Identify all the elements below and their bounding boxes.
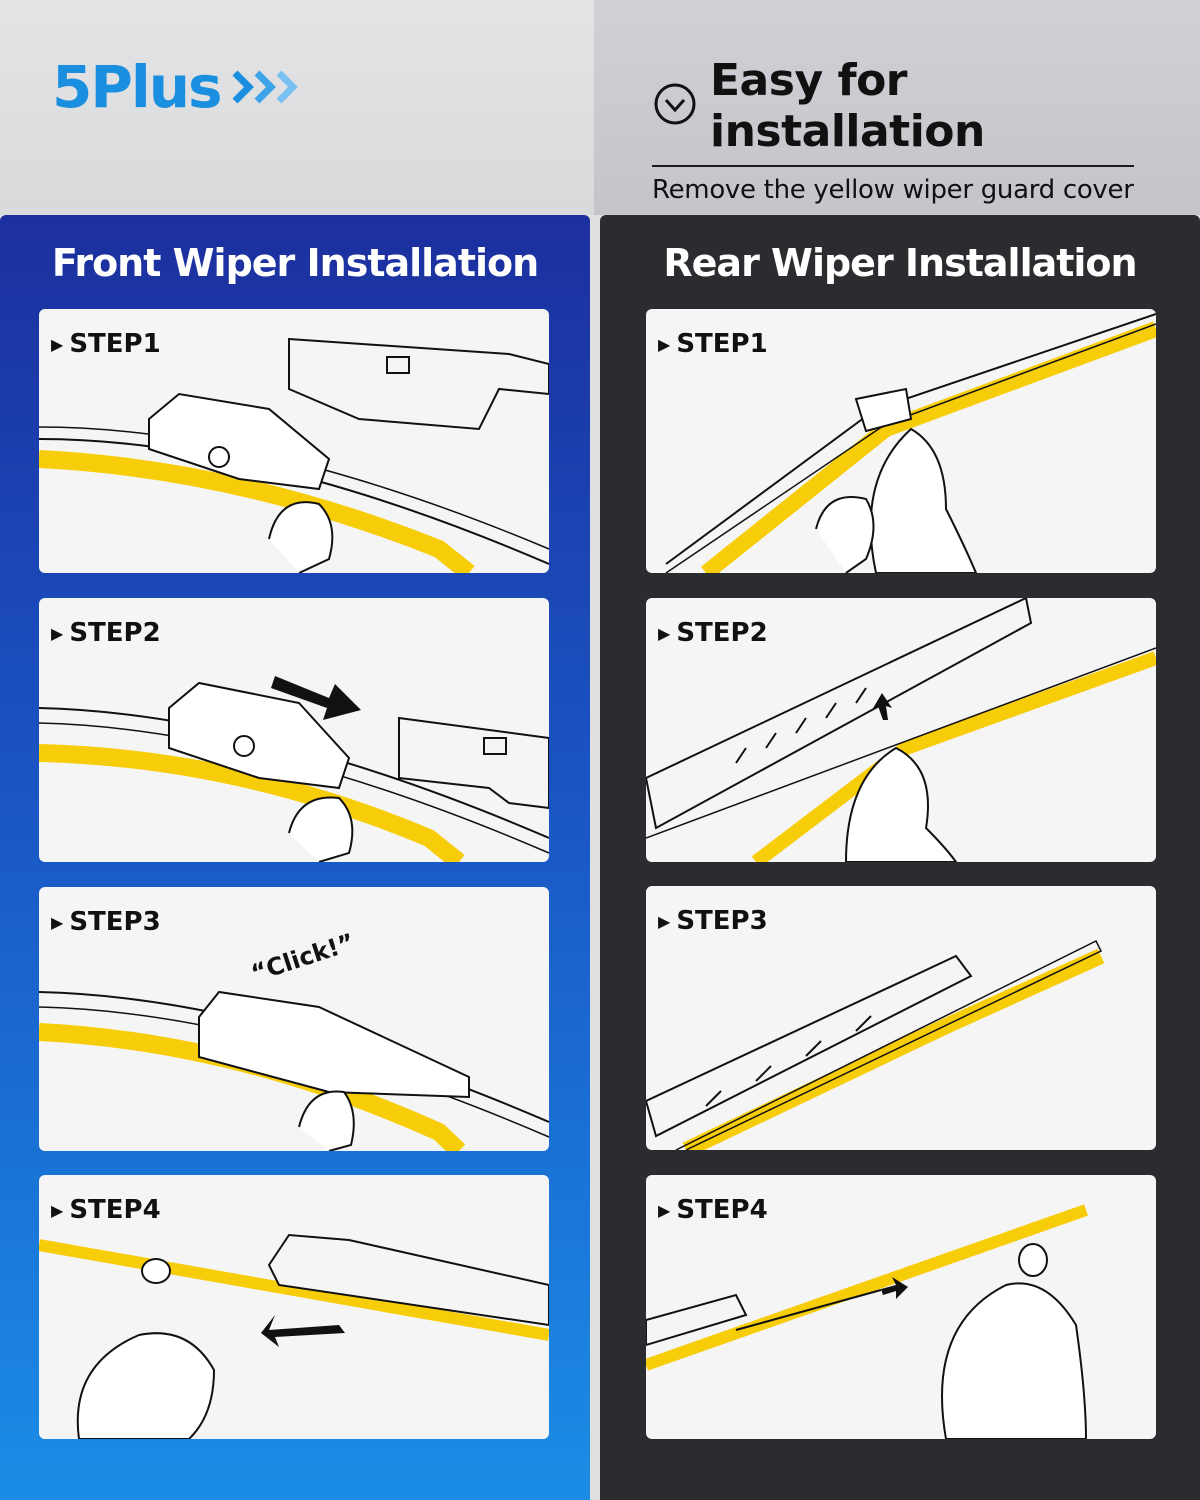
front-step1-illustration bbox=[39, 337, 549, 573]
front-step3-card: ▶STEP3 “Click!” bbox=[39, 887, 549, 1151]
brand-name: 5Plus bbox=[52, 53, 223, 121]
play-icon: ▶ bbox=[658, 623, 671, 643]
front-panel-title: Front Wiper Installation bbox=[51, 241, 539, 285]
play-icon: ▶ bbox=[51, 334, 64, 354]
play-icon: ▶ bbox=[658, 1200, 671, 1220]
rear-step4-label: ▶STEP4 bbox=[658, 1195, 768, 1225]
front-step2-label: ▶STEP2 bbox=[51, 618, 161, 648]
installation-subtitle: Remove the yellow wiper guard cover bbox=[652, 175, 1134, 205]
rear-step2-label: ▶STEP2 bbox=[658, 618, 768, 648]
front-step3-label: ▶STEP3 bbox=[51, 907, 161, 937]
front-step1-label: ▶STEP1 bbox=[51, 329, 161, 359]
rear-step4-card: ▶STEP4 bbox=[646, 1175, 1156, 1439]
front-installation-panel: Front Wiper Installation ▶STEP1 ▶STEP2 bbox=[0, 215, 590, 1500]
rear-step3-label: ▶STEP3 bbox=[658, 906, 768, 936]
front-step2-illustration bbox=[39, 676, 549, 862]
front-step3-illustration: “Click!” bbox=[39, 928, 549, 1151]
play-icon: ▶ bbox=[51, 623, 64, 643]
click-note: “Click!” bbox=[248, 928, 358, 988]
installation-title-row: Easy for installation bbox=[652, 55, 1134, 167]
rear-panel-title: Rear Wiper Installation bbox=[663, 241, 1137, 285]
play-icon: ▶ bbox=[658, 911, 671, 931]
rear-step3-illustration bbox=[646, 939, 1105, 1150]
rear-step1-card: ▶STEP1 bbox=[646, 309, 1156, 573]
rear-step2-illustration bbox=[646, 598, 1156, 862]
brand-logo: 5Plus bbox=[52, 52, 303, 122]
rear-step3-card: ▶STEP3 bbox=[646, 886, 1156, 1150]
front-step4-label: ▶STEP4 bbox=[51, 1195, 161, 1225]
rear-step4-illustration bbox=[646, 1204, 1088, 1439]
play-icon: ▶ bbox=[658, 334, 671, 354]
rear-step1-illustration bbox=[665, 313, 1156, 573]
installation-title: Easy for installation bbox=[710, 55, 985, 157]
triple-chevron-icon bbox=[231, 67, 303, 107]
play-icon: ▶ bbox=[51, 912, 64, 932]
installation-header: Easy for installation Remove the yellow … bbox=[652, 55, 1152, 205]
front-step1-card: ▶STEP1 bbox=[39, 309, 549, 573]
rear-installation-panel: Rear Wiper Installation ▶STEP1 ▶STEP2 ▶S… bbox=[600, 215, 1200, 1500]
front-step2-card: ▶STEP2 bbox=[39, 598, 549, 862]
front-step4-card: ▶STEP4 bbox=[39, 1175, 549, 1439]
play-icon: ▶ bbox=[51, 1200, 64, 1220]
rear-step2-card: ▶STEP2 bbox=[646, 598, 1156, 862]
check-circle-icon bbox=[652, 81, 698, 132]
rear-step1-label: ▶STEP1 bbox=[658, 329, 768, 359]
front-step4-illustration bbox=[39, 1233, 549, 1439]
header-left-background bbox=[0, 0, 594, 215]
